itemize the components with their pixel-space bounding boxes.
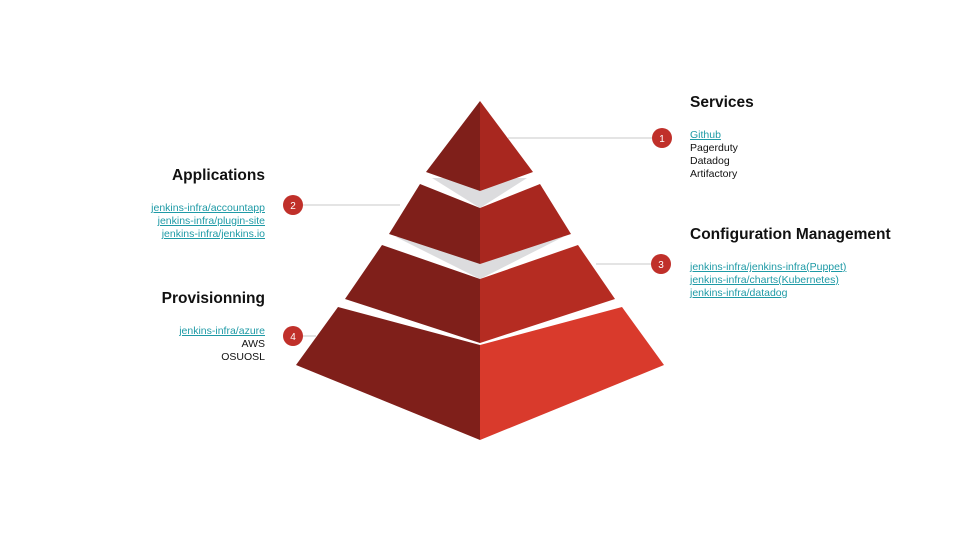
configuration-list: jenkins-infra/jenkins-infra(Puppet)jenki… — [690, 261, 891, 300]
list-item: jenkins-infra/azure — [162, 325, 265, 338]
list-item: Datadog — [690, 155, 754, 168]
tier-2-right-face — [480, 184, 571, 264]
marker-1-number: 1 — [659, 134, 665, 145]
item-link[interactable]: jenkins-infra/plugin-site — [157, 215, 265, 227]
applications-title: Applications — [171, 167, 265, 184]
list-item: Github — [690, 129, 754, 142]
list-item: Artifactory — [690, 168, 754, 181]
marker-3-number: 3 — [658, 260, 664, 271]
list-item: jenkins-infra/jenkins.io — [151, 228, 265, 241]
item-link[interactable]: jenkins-infra/jenkins-infra(Puppet) — [690, 261, 847, 273]
list-item: jenkins-infra/plugin-site — [151, 215, 265, 228]
item-link[interactable]: jenkins-infra/charts(Kubernetes) — [690, 274, 839, 286]
list-item: AWS — [162, 338, 265, 351]
marker-4-number: 4 — [290, 332, 296, 343]
tier-1-left-face — [426, 101, 480, 191]
tier-2-left-face — [389, 184, 480, 264]
tier-4-right-face — [480, 307, 664, 440]
item-link[interactable]: jenkins-infra/accountapp — [151, 202, 265, 214]
tier-4-left-face — [296, 307, 480, 440]
configuration-block: Configuration Management jenkins-infra/j… — [690, 226, 891, 300]
list-item: jenkins-infra/accountapp — [151, 202, 265, 215]
list-item: OSUOSL — [162, 351, 265, 364]
list-item: jenkins-infra/jenkins-infra(Puppet) — [690, 261, 891, 274]
marker-3: 3 — [651, 254, 671, 274]
tier-3-left-face — [345, 245, 480, 343]
marker-1: 1 — [652, 128, 672, 148]
item-text: Datadog — [690, 155, 730, 167]
list-item: Pagerduty — [690, 142, 754, 155]
item-link[interactable]: jenkins-infra/datadog — [690, 287, 788, 299]
item-link[interactable]: jenkins-infra/jenkins.io — [161, 228, 265, 240]
item-text: Artifactory — [690, 168, 738, 180]
item-link[interactable]: jenkins-infra/azure — [179, 325, 265, 337]
marker-2: 2 — [283, 195, 303, 215]
item-text: AWS — [241, 338, 265, 350]
marker-2-number: 2 — [290, 201, 296, 212]
marker-4: 4 — [283, 326, 303, 346]
tier-3-right-face — [480, 245, 615, 343]
item-text: Pagerduty — [690, 142, 738, 154]
tier-gap-1 — [432, 178, 527, 208]
services-title: Services — [690, 94, 754, 111]
configuration-title: Configuration Management — [690, 226, 891, 243]
tier-1-right-face — [480, 101, 533, 191]
item-text: OSUOSL — [221, 351, 265, 363]
item-link[interactable]: Github — [690, 129, 721, 141]
list-item: jenkins-infra/charts(Kubernetes) — [690, 274, 891, 287]
provisioning-title: Provisionning — [161, 290, 265, 307]
list-item: jenkins-infra/datadog — [690, 287, 891, 300]
